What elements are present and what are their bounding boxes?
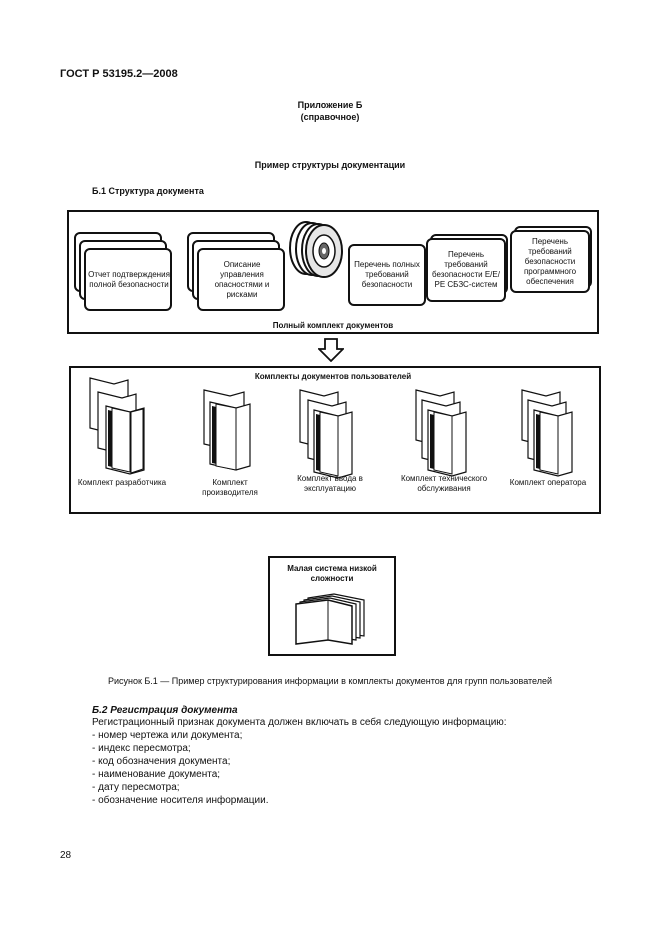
small-system-frame xyxy=(268,556,396,656)
appendix-title: Приложение Б xyxy=(297,100,363,110)
doc-software-requirements xyxy=(510,230,590,293)
set-maintenance-label: Комплект технического обслуживания xyxy=(400,474,488,493)
doc-software-requirements-label: Перечень требований безопасности програм… xyxy=(523,236,577,286)
disc-stack-icon xyxy=(289,221,343,278)
list-item: - дату пересмотра; xyxy=(92,782,180,793)
doc-safety-report-label: Отчет подтверждения полной безопасности xyxy=(88,270,170,289)
section-title: Пример структуры документации xyxy=(254,160,406,170)
list-item: - код обозначения документа; xyxy=(92,756,231,767)
list-item: - индекс пересмотра; xyxy=(92,743,191,754)
list-item: - обозначение носителя информации. xyxy=(92,795,269,806)
set-operator-label: Комплект оператора xyxy=(509,478,587,487)
subsection-b1-title: Б.1 Структура документа xyxy=(92,186,204,196)
section-b2-intro: Регистрационный признак документа должен… xyxy=(92,717,507,728)
user-sets-frame xyxy=(69,366,601,514)
book-set-icon xyxy=(89,377,145,475)
user-sets-label: Комплекты документов пользователей xyxy=(254,372,412,381)
doc-eepe-requirements xyxy=(426,238,506,302)
book-set-icon xyxy=(521,389,573,477)
doc-stack-front xyxy=(197,248,285,311)
doc-full-safety-requirements-label: Перечень полных требований безопасности xyxy=(354,260,420,289)
set-commissioning-label: Комплект ввода в эксплуатацию xyxy=(297,474,363,493)
book-set-icon xyxy=(415,389,467,477)
small-system-label: Малая система низкой сложности xyxy=(287,564,377,583)
list-item: - номер чертежа или документа; xyxy=(92,730,243,741)
doc-eepe-requirements-label: Перечень требований безопасности Е/Е/РЕ … xyxy=(432,250,500,289)
doc-full-safety-requirements xyxy=(348,244,426,306)
full-set-label: Полный комплект документов xyxy=(272,321,394,330)
list-item: - наименование документа; xyxy=(92,769,221,780)
standard-header: ГОСТ Р 53195.2—2008 xyxy=(60,68,178,80)
full-set-frame xyxy=(67,210,599,334)
book-set-icon xyxy=(299,389,353,479)
book-set-icon xyxy=(203,389,251,471)
booklet-icon xyxy=(295,593,365,645)
section-b2-title: Б.2 Регистрация документа xyxy=(92,705,238,716)
registration-list: - номер чертежа или документа; - индекс … xyxy=(92,729,268,807)
set-developer-label: Комплект разработчика xyxy=(77,478,167,487)
set-manufacturer-label: Комплект производителя xyxy=(202,478,258,497)
doc-stack-front xyxy=(84,248,172,311)
figure-caption: Рисунок Б.1 — Пример структурирования ин… xyxy=(107,676,553,686)
arrow-down-icon xyxy=(318,338,344,362)
appendix-subtitle: (справочное) xyxy=(300,112,360,122)
page-number: 28 xyxy=(60,850,72,861)
doc-hazard-management-label: Описание управления опасностями и рискам… xyxy=(214,260,270,299)
